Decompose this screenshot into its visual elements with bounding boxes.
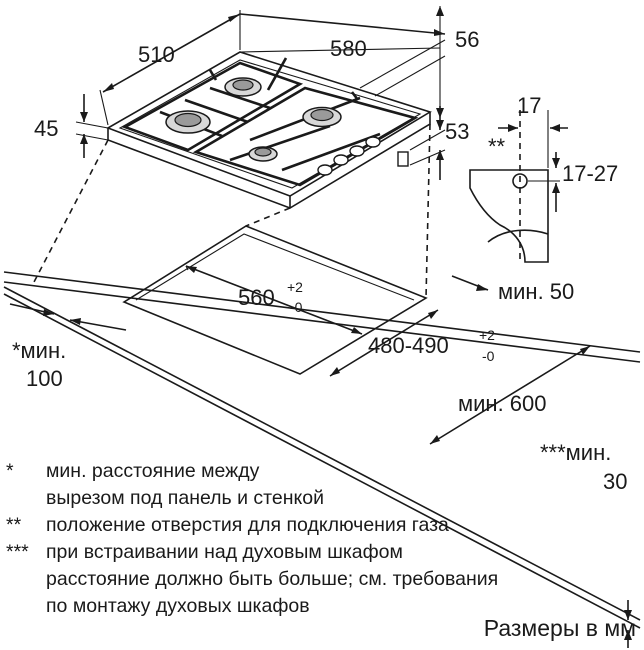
dim-min-100-label: *мин.: [12, 338, 66, 363]
footnote-text: положение отверстия для подключения газа: [46, 514, 449, 536]
units-label: Размеры в мм: [483, 615, 636, 641]
burner-rear-left: [224, 77, 262, 97]
footnote-text: мин. расстояние между: [46, 460, 260, 482]
hob-dimension-lines: [75, 6, 446, 180]
control-knobs: [317, 136, 381, 176]
footnote-text: при встраивании над духовым шкафом: [46, 541, 403, 563]
footnote-line: расстояние должно быть больше; см. требо…: [6, 566, 636, 593]
dim-560-tol-minus: -0: [290, 299, 303, 315]
dim-min-50: мин. 50: [498, 279, 574, 304]
dim-17-27: 17-27: [562, 161, 618, 186]
footnote-text: по монтажу духовых шкафов: [46, 595, 310, 617]
dim-17: 17: [517, 93, 541, 118]
footnote-mark: [6, 593, 46, 620]
footnote-line: *** при встраивании над духовым шкафом: [6, 539, 636, 566]
gas-marker: **: [488, 134, 506, 159]
dim-480-490-tol-minus: -0: [482, 348, 495, 364]
dim-45: 45: [34, 116, 58, 141]
footnote-line: вырезом под панель и стенкой: [6, 485, 636, 512]
hob-drawing: [106, 51, 432, 209]
worktop-drawing: [3, 123, 641, 648]
burner-rear-right: [302, 106, 342, 128]
footnotes: * мин. расстояние между вырезом под пане…: [6, 458, 636, 620]
footnote-line: * мин. расстояние между: [6, 458, 636, 485]
dim-560: 560: [238, 285, 275, 310]
gas-connection-detail: [469, 110, 568, 263]
dim-580: 580: [330, 36, 367, 61]
footnote-text: вырезом под панель и стенкой: [46, 487, 324, 509]
footnote-mark: ***: [6, 541, 29, 563]
dim-53: 53: [445, 119, 469, 144]
footnote-mark: **: [6, 514, 22, 536]
dim-min-30-label: ***мин.: [540, 440, 611, 465]
footnote-line: ** положение отверстия для подключения г…: [6, 512, 636, 539]
footnote-line: по монтажу духовых шкафов: [6, 593, 636, 620]
dim-480-490: 480-490: [368, 333, 449, 358]
dim-min-30-value: 30: [603, 469, 627, 494]
dim-510: 510: [138, 42, 175, 67]
footnote-text: расстояние должно быть больше; см. требо…: [46, 568, 499, 590]
burner-front-right: [248, 146, 278, 162]
dim-480-490-tol-plus: +2: [479, 327, 495, 343]
dim-min-100-value: 100: [26, 366, 63, 391]
footnote-mark: [6, 566, 46, 593]
dim-560-tol-plus: +2: [287, 279, 303, 295]
burner-front-left: [165, 110, 211, 134]
footnote-mark: [6, 485, 46, 512]
footnote-mark: *: [6, 460, 14, 482]
dim-min-600: мин. 600: [458, 391, 547, 416]
dim-56: 56: [455, 27, 479, 52]
